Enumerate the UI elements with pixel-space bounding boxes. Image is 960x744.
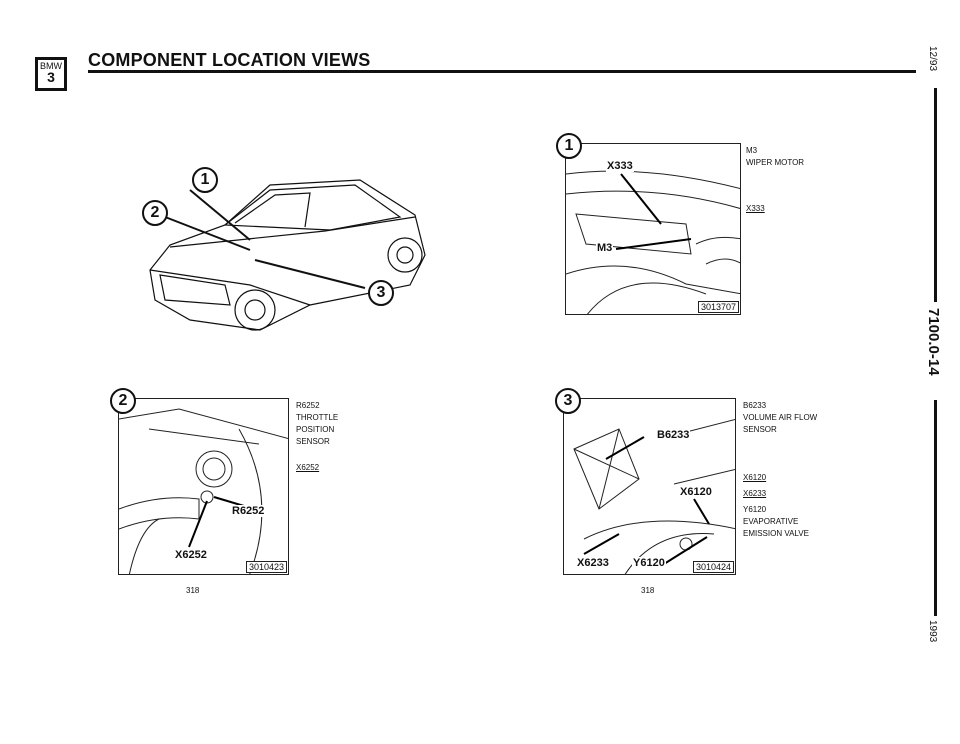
title-rule xyxy=(88,70,916,73)
figure-id: 3010424 xyxy=(692,561,734,573)
legend-code: X6233 xyxy=(743,489,767,498)
view-2-legend: R6252 THROTTLE POSITION SENSOR X6252 xyxy=(296,400,356,474)
view-2-throttle-sensor-figure: R6252 X6252 3010423 xyxy=(118,398,289,575)
callout-label: M3 xyxy=(596,242,614,254)
logo-series: 3 xyxy=(47,69,55,85)
page-title: COMPONENT LOCATION VIEWS xyxy=(88,50,371,70)
view-number: 3 xyxy=(555,388,581,414)
view-3-air-flow-sensor-figure: B6233 X6120 X6233 Y6120 3010424 xyxy=(563,398,736,575)
view-1-wiper-motor-figure: X333 M3 3013707 xyxy=(565,143,741,315)
callout-number: 3 xyxy=(368,280,394,306)
legend-desc: VOLUME AIR FLOW SENSOR xyxy=(743,413,818,434)
callout-label: X333 xyxy=(606,160,634,172)
figure-id: 3013707 xyxy=(697,301,739,313)
bmw-3-logo: BMW 3 xyxy=(35,57,67,91)
callout-label: B6233 xyxy=(656,429,691,441)
legend-desc: THROTTLE POSITION SENSOR xyxy=(296,413,339,446)
legend-code: R6252 xyxy=(296,401,320,410)
legend-code: M3 xyxy=(746,146,758,155)
callout-label: Y6120 xyxy=(632,557,666,569)
callout-label: X6233 xyxy=(576,557,610,569)
margin-section: 7100.0-14 xyxy=(925,308,942,376)
callout-label: R6252 xyxy=(231,505,266,517)
callout-label: X6120 xyxy=(679,486,713,498)
callout-label: X6252 xyxy=(174,549,208,561)
legend-desc: WIPER MOTOR xyxy=(746,158,805,167)
view-number: 2 xyxy=(110,388,136,414)
figure-id: 3010423 xyxy=(245,561,287,573)
view-number: 1 xyxy=(556,133,582,159)
legend-code: X6252 xyxy=(296,463,320,472)
legend-code: Y6120 xyxy=(743,505,767,514)
view-1-legend: M3 WIPER MOTOR X333 xyxy=(746,145,804,215)
margin-rule-top xyxy=(934,88,937,302)
page-number: 318 xyxy=(186,586,200,595)
legend-desc: EVAPORATIVE EMISSION VALVE xyxy=(743,517,809,538)
page-number: 318 xyxy=(641,586,655,595)
legend-code: X333 xyxy=(746,204,765,213)
margin-rule-bottom xyxy=(934,400,937,616)
legend-code: B6233 xyxy=(743,401,767,410)
margin-year: 1993 xyxy=(927,620,938,643)
legend-code: X6120 xyxy=(743,473,767,482)
callout-number: 1 xyxy=(192,167,218,193)
callout-number: 2 xyxy=(142,200,168,226)
view-3-legend: B6233 VOLUME AIR FLOW SENSOR X6120 X6233… xyxy=(743,400,823,540)
margin-date: 12/93 xyxy=(927,46,938,72)
car-overview-illustration: 1 2 3 xyxy=(130,155,430,345)
logo-text: BMW xyxy=(40,61,62,71)
